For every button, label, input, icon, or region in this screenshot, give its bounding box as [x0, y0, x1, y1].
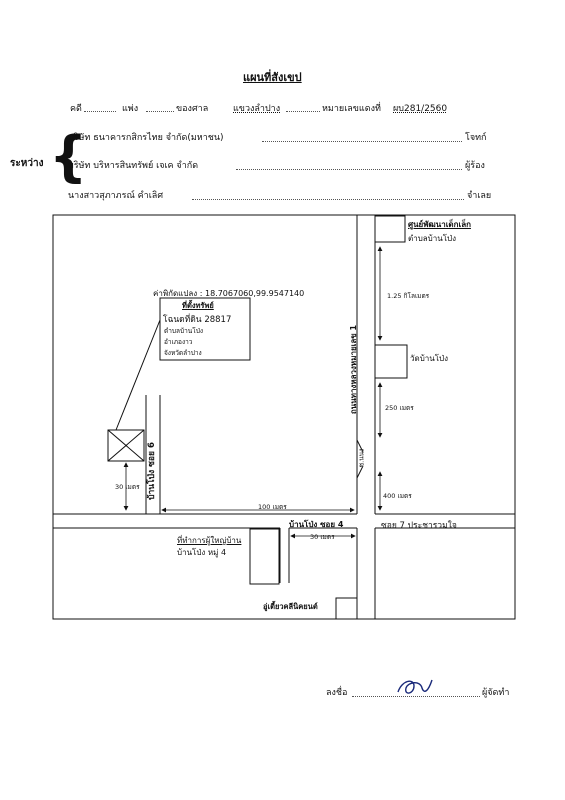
property-label-box	[159, 297, 251, 361]
highway-label: ถนนทางหลวงหมายเลข 1	[349, 324, 359, 415]
soi7-label: ซอย 7 ประชารวมใจ	[381, 521, 457, 531]
property-province: จังหวัดลำปาง	[164, 349, 202, 357]
headman-office-line2: บ้านโป่ง หมู่ 4	[177, 548, 227, 557]
temple-label: วัดบ้านโป่ง	[410, 354, 449, 363]
dist-30m-bottom: 30 เมตร	[310, 533, 335, 541]
child-center-box	[374, 215, 406, 243]
petitioner-role: ผู้ร้อง	[465, 161, 485, 171]
petitioner-name: บริษัท บริหารสินทรัพย์ เจเค จำกัด	[68, 161, 199, 171]
property-marker	[107, 429, 145, 462]
child-center-line2: ตำบลบ้านโป่ง	[408, 234, 456, 243]
garage-label: อู่เตี้ยวคลีนิคยนต์	[263, 602, 318, 611]
property-subdistrict: ตำบลบ้านโป่ง	[164, 327, 203, 335]
page-title: แผนที่สังเขป	[243, 71, 302, 84]
headman-office-box	[249, 528, 280, 585]
dist-125km: 1.25 กิโลเมตร	[387, 292, 430, 300]
property-district: อำเภองาว	[164, 338, 193, 346]
brace-symbol: {	[49, 125, 88, 188]
dist-100m: 100 เมตร	[258, 503, 287, 511]
garage-box	[335, 597, 358, 620]
preparer-role: ผู้จัดทำ	[482, 688, 510, 698]
property-title: ที่ตั้งทรัพย์	[182, 301, 214, 310]
headman-office-line1: ที่ทำการผู้ใหญ่บ้าน	[177, 536, 242, 545]
court-label: ของศาล	[176, 104, 209, 114]
sign-label: ลงชื่อ	[326, 688, 348, 698]
defendant-name: นางสาวสุภาภรณ์ คำเลิศ	[68, 191, 164, 201]
plaintiff-name: บริษัท ธนาคารกสิกรไทย จำกัด(มหาชน)	[68, 133, 224, 143]
between-label: ระหว่าง	[10, 158, 44, 169]
dist-400m: 400 เมตร	[383, 492, 412, 500]
red-case-number-label: หมายเลขแดงที่	[322, 104, 381, 114]
property-deed: โฉนดที่ดิน 28817	[163, 315, 232, 325]
dist-30m-left: 30 เมตร	[115, 483, 140, 491]
signature-mark	[397, 679, 433, 694]
map-frame	[52, 214, 516, 620]
soi4-label: บ้านโป่ง ซอย 4	[289, 520, 344, 529]
red-case-number: ผบ281/2560	[393, 104, 448, 114]
highway-short-label: ซ.นนง	[357, 448, 366, 468]
civil-label: แพ่ง	[122, 104, 139, 114]
plaintiff-role: โจทก์	[465, 133, 487, 143]
temple-box	[374, 344, 408, 379]
dist-250m: 250 เมตร	[385, 404, 414, 412]
court-name: แขวงลำปาง	[233, 104, 281, 114]
case-label: คดี	[70, 104, 82, 114]
child-center-line1: ศูนย์พัฒนาเด็กเล็ก	[408, 220, 471, 229]
coordinates-label: ค่าพิกัดแปลง : 18.7067060,99.9547140	[153, 289, 305, 298]
defendant-role: จำเลย	[467, 191, 492, 201]
soi6-label: บ้านโป่ง ซอย 6	[146, 442, 157, 500]
